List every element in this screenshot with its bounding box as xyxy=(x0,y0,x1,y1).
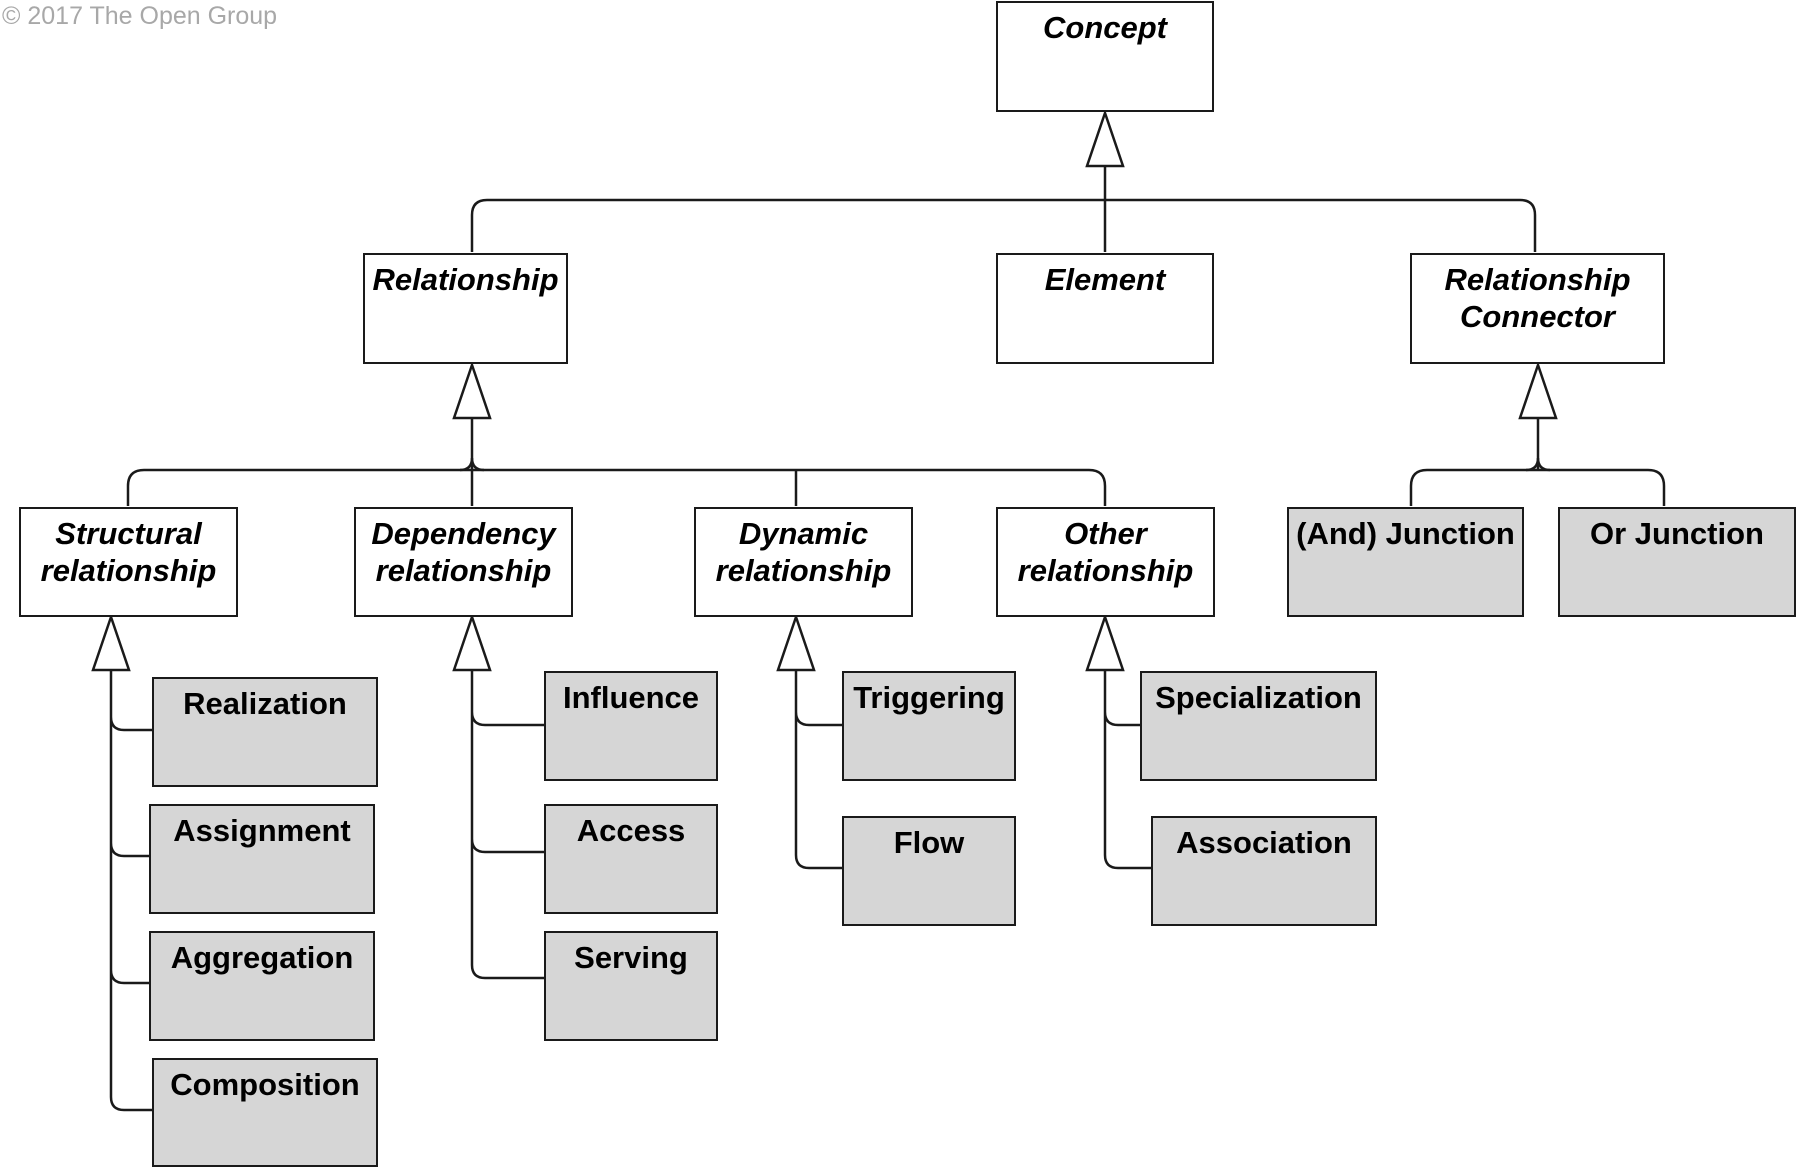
realization-label: Realization xyxy=(183,686,347,721)
generalization-arrowhead-concept xyxy=(1085,109,1125,168)
dependency-label-line2: relationship xyxy=(375,553,552,588)
and-junction-box: (And) Junction xyxy=(1287,507,1524,617)
specialization-label: Specialization xyxy=(1155,680,1362,715)
other-label-line2: relationship xyxy=(1017,553,1194,588)
element-box: Element xyxy=(996,253,1214,364)
generalization-arrowhead-other xyxy=(1085,613,1125,672)
dependency-relationship-box: Dependency relationship xyxy=(354,507,573,617)
relationship-label: Relationship xyxy=(372,262,559,297)
generalization-arrowhead-dynamic xyxy=(776,613,816,672)
copyright-notice: © 2017 The Open Group xyxy=(2,2,278,30)
dynamic-label-line1: Dynamic xyxy=(738,516,869,551)
composition-label: Composition xyxy=(170,1067,360,1102)
dynamic-label-line2: relationship xyxy=(715,553,892,588)
generalization-arrowhead-dependency xyxy=(452,613,492,672)
relationship-connector-label-line1: Relationship xyxy=(1444,262,1631,297)
other-relationship-box: Other relationship xyxy=(996,507,1215,617)
association-box: Association xyxy=(1151,816,1377,926)
relationship-connector-label-line2: Connector xyxy=(1460,299,1615,334)
concept-label: Concept xyxy=(1043,10,1167,45)
assignment-box: Assignment xyxy=(149,804,375,914)
or-junction-box: Or Junction xyxy=(1558,507,1796,617)
aggregation-box: Aggregation xyxy=(149,931,375,1041)
access-label: Access xyxy=(576,813,686,848)
generalization-arrowhead-relationship xyxy=(452,361,492,420)
specialization-box: Specialization xyxy=(1140,671,1377,781)
relationship-box: Relationship xyxy=(363,253,568,364)
triggering-box: Triggering xyxy=(842,671,1016,781)
generalization-arrowhead-structural xyxy=(91,613,131,672)
serving-box: Serving xyxy=(544,931,718,1041)
triggering-label: Triggering xyxy=(853,680,1005,715)
structural-relationship-box: Structural relationship xyxy=(19,507,238,617)
concept-box: Concept xyxy=(996,1,1214,112)
serving-label: Serving xyxy=(574,940,688,975)
and-junction-label: (And) Junction xyxy=(1296,516,1515,551)
element-label: Element xyxy=(1044,262,1166,297)
aggregation-label: Aggregation xyxy=(170,940,354,975)
or-junction-label: Or Junction xyxy=(1590,516,1764,551)
dynamic-relationship-box: Dynamic relationship xyxy=(694,507,913,617)
other-label-line1: Other xyxy=(1064,516,1147,551)
dependency-label-line1: Dependency xyxy=(371,516,556,551)
assignment-label: Assignment xyxy=(173,813,351,848)
generalization-arrowhead-connector xyxy=(1518,361,1558,420)
realization-box: Realization xyxy=(152,677,378,787)
composition-box: Composition xyxy=(152,1058,378,1167)
association-label: Association xyxy=(1176,825,1352,860)
influence-box: Influence xyxy=(544,671,718,781)
influence-label: Influence xyxy=(562,680,700,715)
structural-label-line1: Structural xyxy=(55,516,202,551)
flow-box: Flow xyxy=(842,816,1016,926)
structural-label-line2: relationship xyxy=(40,553,217,588)
access-box: Access xyxy=(544,804,718,914)
relationship-connector-box: Relationship Connector xyxy=(1410,253,1665,364)
flow-label: Flow xyxy=(893,825,965,860)
